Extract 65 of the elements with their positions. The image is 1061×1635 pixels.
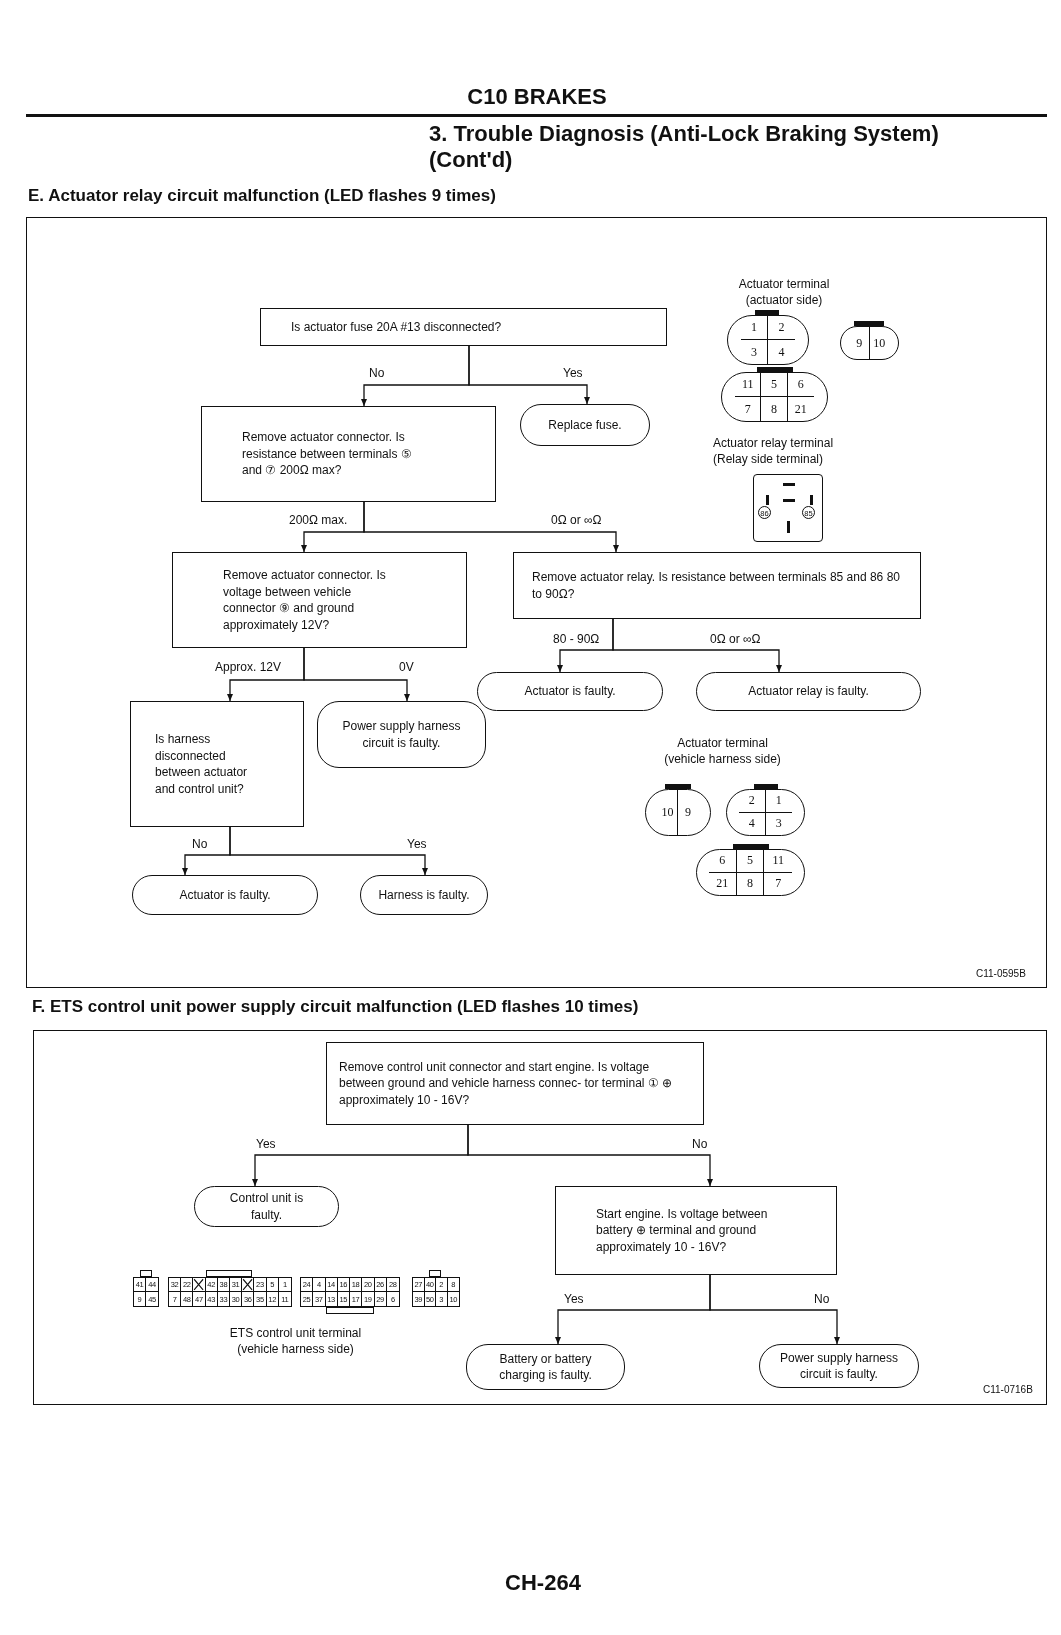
edge-label: No xyxy=(690,1137,710,1151)
connector-caption: ETS control unit terminal (vehicle harness side) xyxy=(228,1325,363,1357)
pin-number: 3 xyxy=(774,815,783,833)
edge-label: 0V xyxy=(397,660,416,674)
box-text: Remove control unit connector and start engine. Is voltage between ground and vehicle harness connec- tor terminal ① ⊕ approximately 10 - 16V? xyxy=(339,1058,674,1109)
pin-number: 1 xyxy=(741,316,768,340)
page-title: C10 BRAKES xyxy=(466,84,608,110)
edge-label: No xyxy=(367,366,387,380)
box-text: Start engine. Is voltage between battery ⊕ terminal and ground approximately 10 - 16V? xyxy=(596,1205,769,1256)
box-text: Remove actuator connector. Is voltage between vehicle connector ⑨ and ground approximately 12V? xyxy=(223,567,387,633)
edge-label: Yes xyxy=(254,1137,278,1151)
box-text: Power supply harness circuit is faulty. xyxy=(341,718,462,751)
pin-number: 8 xyxy=(736,872,765,895)
pin-number: 5 xyxy=(761,373,788,397)
box-text: Actuator relay is faulty. xyxy=(748,683,869,700)
edge-label: Yes xyxy=(405,837,429,851)
page-number: CH-264 xyxy=(504,1570,582,1596)
box-text: Harness is faulty. xyxy=(378,886,470,904)
box-text: Battery or battery charging is faulty. xyxy=(498,1350,593,1384)
pin-number: 4 xyxy=(739,812,766,835)
pin-number: 10 xyxy=(658,790,678,835)
pin-number: 9 xyxy=(850,327,870,359)
box-text: Actuator is faulty. xyxy=(179,886,271,904)
edge-label: No xyxy=(190,837,210,851)
box-text: Control unit is faulty. xyxy=(228,1190,305,1223)
edge-label: Approx. 12V xyxy=(213,660,284,674)
box-text: Replace fuse. xyxy=(548,416,622,434)
connector-caption: Actuator relay terminal (Relay side terminal) xyxy=(713,435,835,467)
connector-caption: Actuator terminal (actuator side) xyxy=(737,276,831,308)
pin-number: 10 xyxy=(872,334,887,352)
box-text: Remove actuator connector. Is resistance between terminals ⑤ and ⑦ 200Ω max? xyxy=(242,429,413,479)
edge-label: Yes xyxy=(562,1292,586,1306)
edge-label: 0Ω or ∞Ω xyxy=(549,513,604,527)
pin-number: 11 xyxy=(764,850,792,873)
pin-number: 1 xyxy=(765,790,792,813)
figure-code: C11-0716B xyxy=(983,1383,1034,1397)
box-text: Power supply harness circuit is faulty. xyxy=(778,1349,900,1383)
box-text: Actuator is faulty. xyxy=(524,683,616,700)
edge-label: 80 - 90Ω xyxy=(551,632,602,646)
box-text: Remove actuator relay. Is resistance between terminals 85 and 86 80 to 90Ω? xyxy=(532,569,901,602)
pin-number: 7 xyxy=(735,397,762,421)
edge-label: 200Ω max. xyxy=(287,513,350,527)
edge-label: Yes xyxy=(561,366,585,380)
pin-number: 2 xyxy=(768,316,795,340)
pin-number: 2 xyxy=(739,790,766,813)
pin-number: 9 xyxy=(684,804,692,821)
box-text: Is harness disconnected between actuator and control unit? xyxy=(155,731,249,797)
figure-code: C11-0595B xyxy=(976,967,1027,981)
pin-number: 21 xyxy=(793,400,808,418)
section-heading: F. ETS control unit power supply circuit malfunction (LED flashes 10 times) xyxy=(32,997,639,1017)
pin-number: 4 xyxy=(777,343,786,361)
section-title: 3. Trouble Diagnosis (Anti-Lock Braking System) (Cont'd) xyxy=(429,121,940,173)
section-heading: E. Actuator relay circuit malfunction (LED flashes 9 times) xyxy=(28,186,496,206)
pin-number: 11 xyxy=(735,373,762,397)
pin-number: 6 xyxy=(709,850,737,873)
pin-number: 3 xyxy=(741,340,768,364)
edge-label: 0Ω or ∞Ω xyxy=(708,632,763,646)
pin-number: 7 xyxy=(774,875,783,893)
connector-caption: Actuator terminal (vehicle harness side) xyxy=(663,735,782,767)
pin-number: 5 xyxy=(736,850,765,873)
box-text: Is actuator fuse 20A #13 disconnected? xyxy=(291,318,502,336)
pin-number: 21 xyxy=(709,872,737,895)
pin-number: 6 xyxy=(787,373,814,397)
edge-label: No xyxy=(812,1292,832,1306)
pin-number: 8 xyxy=(761,397,788,421)
